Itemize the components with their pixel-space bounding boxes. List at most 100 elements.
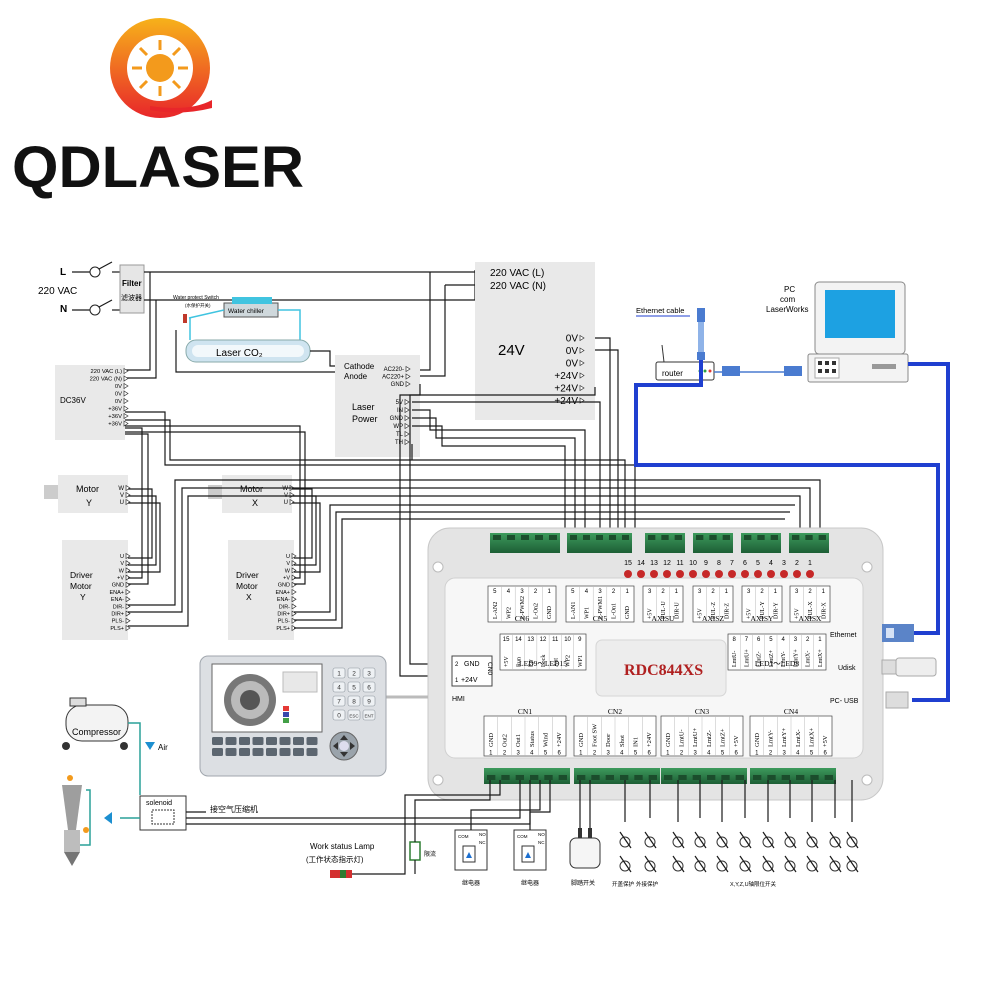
cn1-pin-label: +24V (556, 732, 563, 747)
hmi-key[interactable] (347, 695, 361, 707)
cn6-pin-label: WP2 (506, 607, 512, 619)
led9-15-pin-number: 14 (515, 637, 522, 643)
ps24-pin: 0V (566, 346, 579, 357)
led1-8-pin-label: LmtU- (732, 651, 738, 667)
air-arrow-icon (145, 742, 155, 750)
cn4-pin-label: GND (754, 733, 761, 747)
hmi-function-key-icon (266, 737, 277, 745)
terminal-screw-icon (692, 775, 701, 780)
hmi-key[interactable] (332, 709, 346, 721)
hmi-key[interactable] (347, 709, 361, 721)
led9-15-pin-number: 10 (564, 637, 571, 643)
dc36v-pin: 0V (115, 399, 122, 405)
switch-lever (846, 855, 859, 873)
cn3-pin-label: LmtU+ (692, 727, 699, 747)
hmi-key[interactable] (362, 709, 376, 721)
led1-8-pin-number: 3 (794, 637, 798, 643)
cn5-pin-label: WP1 (584, 607, 590, 619)
router-label: router (662, 369, 683, 378)
led9-15-pin-label: WP2 (566, 655, 572, 667)
motor-y-pin: W (118, 486, 124, 492)
terminal-screw-icon (535, 535, 543, 540)
terminal-block-bottom (484, 768, 570, 784)
driver-y-pin: ENA+ (109, 590, 124, 596)
terminal-led-icon (728, 570, 736, 578)
terminal-screw-icon (674, 535, 682, 540)
terminal-number: 8 (717, 560, 721, 567)
motor-x: Motor X WVU (208, 475, 295, 513)
driver-x-pin: U (286, 554, 290, 560)
limit-switch-icon (739, 860, 751, 872)
cn1-pin-label: Wind (543, 732, 550, 747)
router-icon: router (655, 344, 715, 381)
cn3-name: CN3 (695, 707, 709, 716)
hmi-function-key-icon (293, 748, 304, 756)
hmi-key-label: ENT (365, 714, 374, 719)
hmi-key[interactable] (347, 667, 361, 679)
cn1-pin-number: 3 (516, 751, 520, 757)
hmi-key[interactable] (332, 695, 346, 707)
led9-15-pin-label: Lock (541, 655, 547, 667)
udisk-icon[interactable] (881, 657, 937, 677)
door-protect-label: 开盖保护 (612, 880, 635, 888)
terminal-led-icon (637, 570, 645, 578)
cn5-pin-label: L-AN1 (571, 602, 577, 619)
axisx-pin-label: PUL-X (808, 601, 814, 619)
driver-y-pin: PLS+ (110, 626, 124, 632)
driver-x-pin: PLS- (278, 619, 290, 625)
terminal-led-icon (676, 570, 684, 578)
cn5-pin-number: 3 (598, 589, 602, 595)
limit-switch-icon (829, 836, 841, 848)
terminal-screw-icon (824, 775, 833, 780)
hmi-key[interactable] (362, 667, 376, 679)
pc-icon (807, 281, 909, 383)
hmi-key[interactable] (347, 681, 361, 693)
driver-x-name2: Motor (236, 581, 258, 591)
signal-wires (125, 337, 821, 677)
hmi-key[interactable] (332, 681, 346, 693)
dc36v-pin-arrow-icon (123, 390, 129, 397)
terminal-screw-icon (493, 535, 501, 540)
terminal-screw-icon (753, 775, 762, 780)
terminal-block-bottom (750, 768, 836, 784)
limit-switches-label: X,Y,Z,U轴限位开关 (730, 880, 777, 888)
hmi-key[interactable] (362, 681, 376, 693)
terminal-screw-icon (530, 775, 539, 780)
cn5-pin-label: L-PWM1 (598, 596, 604, 619)
switch-lever (694, 855, 707, 873)
cn6-pin-label: L-AN2 (493, 602, 499, 619)
motor-y-pin: V (120, 493, 124, 499)
dc36v-pin-arrow-icon (123, 412, 129, 420)
axisz-name: AXISZ (702, 614, 725, 623)
hmi-function-key-icon (306, 737, 318, 745)
led1-8-pin-label: LmtX+ (818, 649, 824, 667)
usb-port-icon[interactable] (885, 691, 909, 709)
cn2-pin-number: 3 (606, 751, 610, 757)
hmi-dpad-icon[interactable] (329, 731, 359, 761)
terminal-screw-icon (709, 535, 717, 540)
axisu-pin-label: DIR-U (674, 602, 680, 619)
axisz-block (692, 585, 734, 623)
relay2-no: NO (538, 832, 545, 837)
relay-2: COM NO NC 继电器 (513, 780, 551, 887)
air-label: Air (158, 743, 168, 752)
hmi-key[interactable] (332, 667, 346, 679)
led1-8-pin-label: LmtU+ (744, 649, 750, 667)
hmi-key[interactable] (362, 695, 376, 707)
driver-x-pin: +V (283, 576, 290, 582)
terminal-screw-icon (796, 775, 805, 780)
axisz-pin-number: 2 (711, 589, 715, 595)
ethernet-port-icon[interactable] (882, 624, 914, 642)
axisu-pin-label: +5V (648, 608, 654, 619)
terminal-screw-icon (583, 535, 590, 540)
driver-x-pin: GND (278, 583, 290, 589)
ps24-pin: +24V (554, 384, 578, 395)
laser-power-bottom-pin-arrow-icon (404, 398, 410, 406)
driver-y-pin-arrow-icon (125, 588, 131, 596)
cn2-pin-label: +24V (646, 732, 653, 747)
24v-power-supply: 220 VAC (L) 220 VAC (N) 24V 0V0V0V+24V+2… (475, 262, 595, 420)
terminal-screw-icon (818, 535, 826, 540)
axisz-pin-number: 1 (725, 589, 729, 595)
cn0-pin1: 1 (455, 678, 459, 684)
